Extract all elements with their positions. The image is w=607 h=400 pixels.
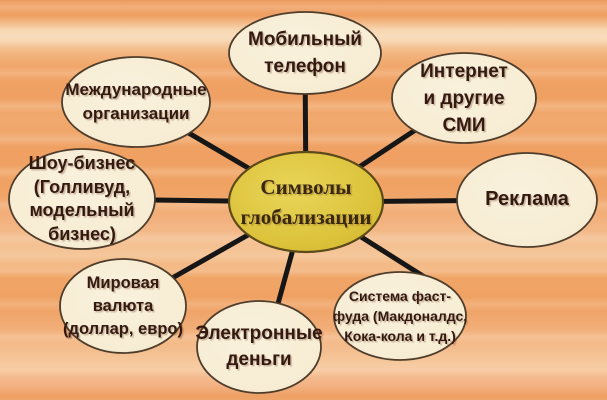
- ellipse-internet-media: [391, 52, 537, 144]
- ellipse-fast-food: [333, 271, 467, 361]
- ellipse-mobile-phone: [228, 11, 382, 95]
- ellipse-international-organizations: [61, 56, 211, 148]
- ellipse-center-symbols: [227, 150, 385, 254]
- ellipse-electronic-money: [196, 300, 322, 394]
- ellipse-world-currency: [59, 258, 187, 354]
- ellipse-advertising: [456, 152, 598, 248]
- ellipse-show-business: [8, 148, 156, 250]
